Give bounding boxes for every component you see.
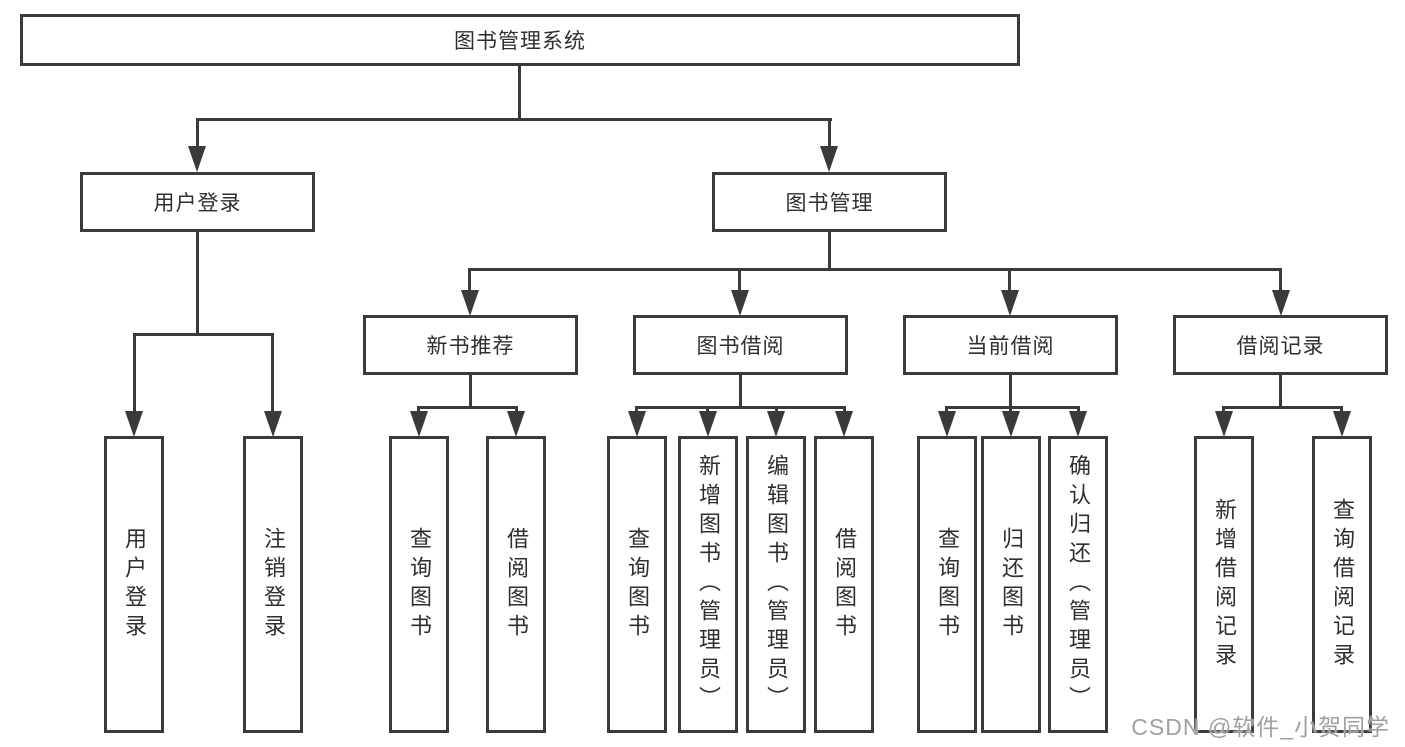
connector-drop [468, 268, 471, 294]
connector-section-stem [1279, 375, 1282, 408]
node-current-borrowing: 当前借阅 [903, 315, 1118, 375]
arrowhead-down-icon [767, 411, 785, 437]
leaf-add-books-admin: 新增图书（管理员） [678, 436, 738, 733]
leaf-borrow-books: 借阅图书 [486, 436, 546, 733]
arrowhead-down-icon [188, 146, 206, 172]
connector-drop [1008, 268, 1011, 294]
arrowhead-down-icon [820, 146, 838, 172]
arrowhead-down-icon [125, 411, 143, 437]
connector-level1-rail [196, 118, 832, 121]
arrowhead-down-icon [938, 411, 956, 437]
arrowhead-down-icon [1069, 411, 1087, 437]
node-user-login-branch: 用户登录 [80, 172, 315, 232]
arrowhead-down-icon [461, 290, 479, 316]
arrowhead-down-icon [1002, 411, 1020, 437]
leaf-logout: 注销登录 [243, 436, 303, 733]
connector-section-rail [1222, 406, 1343, 409]
arrowhead-down-icon [1272, 290, 1290, 316]
leaf-query-books: 查询图书 [917, 436, 977, 733]
arrowhead-down-icon [1215, 411, 1233, 437]
node-root-library-system: 图书管理系统 [20, 14, 1020, 66]
node-borrowing-records: 借阅记录 [1173, 315, 1388, 375]
node-new-book-recommend: 新书推荐 [363, 315, 578, 375]
arrowhead-down-icon [835, 411, 853, 437]
arrowhead-down-icon [264, 411, 282, 437]
connector-section-stem [739, 375, 742, 408]
connector-user-drop [196, 118, 199, 150]
arrowhead-down-icon [1333, 411, 1351, 437]
arrowhead-down-icon [507, 411, 525, 437]
connector-section-stem [1009, 375, 1012, 408]
leaf-query-books: 查询图书 [389, 436, 449, 733]
connector-drop [1279, 268, 1282, 294]
connector-user-rail [133, 333, 274, 336]
connector-drop [738, 268, 741, 294]
connector-book-stem [828, 232, 831, 271]
arrowhead-down-icon [699, 411, 717, 437]
arrowhead-down-icon [628, 411, 646, 437]
leaf-confirm-return-admin: 确认归还（管理员） [1048, 436, 1108, 733]
leaf-user-login: 用户登录 [104, 436, 164, 733]
csdn-watermark: CSDN @软件_小贺同学 [1131, 714, 1390, 740]
connector-book-drop [828, 118, 831, 150]
connector-section-stem [469, 375, 472, 408]
connector-drop [133, 333, 136, 413]
connector-drop [271, 333, 274, 413]
arrowhead-down-icon [731, 290, 749, 316]
leaf-add-borrow-record: 新增借阅记录 [1194, 436, 1254, 733]
leaf-query-books: 查询图书 [607, 436, 667, 733]
leaf-return-books: 归还图书 [981, 436, 1041, 733]
arrowhead-down-icon [1001, 290, 1019, 316]
connector-section-rail [417, 406, 518, 409]
connector-user-stem [196, 232, 199, 336]
leaf-borrow-books: 借阅图书 [814, 436, 874, 733]
connector-section-rail [635, 406, 846, 409]
node-book-management: 图书管理 [712, 172, 947, 232]
connector-level2-rail [468, 268, 1282, 271]
arrowhead-down-icon [410, 411, 428, 437]
leaf-query-borrow-record: 查询借阅记录 [1312, 436, 1372, 733]
connector-root-stem [518, 66, 521, 121]
node-book-borrowing: 图书借阅 [633, 315, 848, 375]
connector-section-rail [945, 406, 1080, 409]
leaf-edit-books-admin: 编辑图书（管理员） [746, 436, 806, 733]
